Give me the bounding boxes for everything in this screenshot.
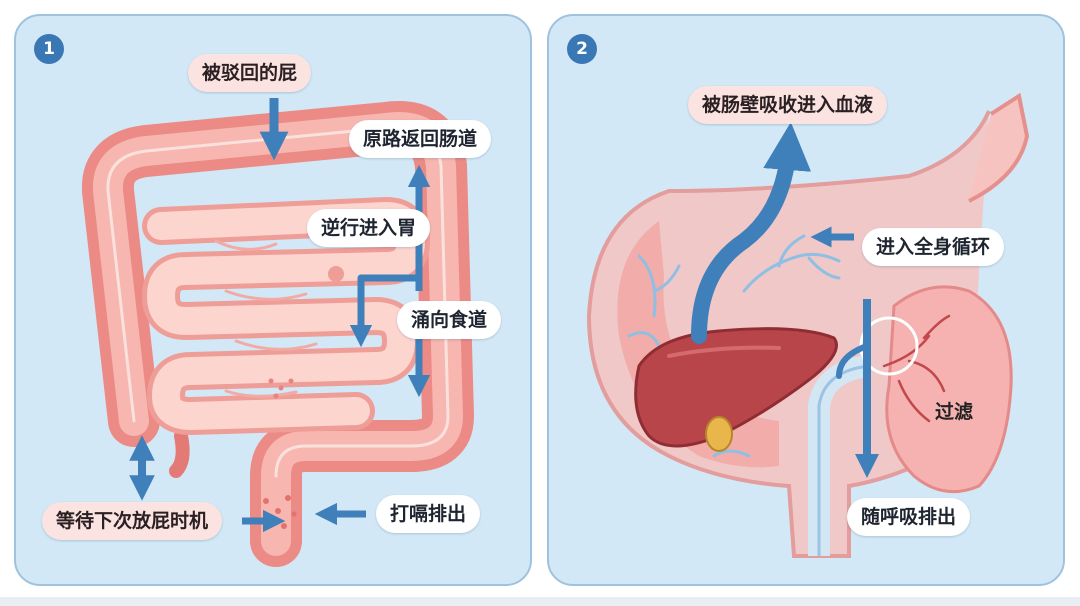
- bottom-strip: [0, 597, 1080, 606]
- panel-intestine-path: 1: [14, 14, 532, 586]
- lung: [885, 285, 1013, 494]
- label-exhaled: 随呼吸排出: [847, 498, 971, 536]
- arrow-absorbed-up: [691, 122, 812, 344]
- lung-bronchi: [882, 314, 951, 423]
- label-reverse-to-stomach: 逆行进入胃: [307, 209, 431, 247]
- arrow-reverse-path: [349, 274, 419, 348]
- label-rejected-fart: 被驳回的屁: [188, 54, 312, 92]
- step-number-2: 2: [567, 34, 597, 64]
- intestine-illustration: [81, 98, 474, 567]
- step-number-1: 1: [34, 34, 64, 64]
- small-intestine: [142, 197, 430, 435]
- body-illustration: [586, 92, 1030, 558]
- panel-blood-path: 2: [547, 14, 1065, 586]
- liver: [634, 327, 838, 448]
- intestine-node: [328, 266, 344, 282]
- label-absorbed-into-blood: 被肠壁吸收进入血液: [688, 86, 888, 124]
- label-wait-next-chance: 等待下次放屁时机: [42, 502, 223, 540]
- label-systemic-circulation: 进入全身循环: [862, 228, 1005, 266]
- label-surge-to-esophagus: 涌向食道: [397, 301, 502, 339]
- label-burp-out: 打嗝排出: [376, 495, 481, 533]
- gallbladder: [705, 416, 733, 452]
- label-filter: 过滤: [935, 401, 974, 423]
- label-back-to-intestine: 原路返回肠道: [349, 120, 492, 158]
